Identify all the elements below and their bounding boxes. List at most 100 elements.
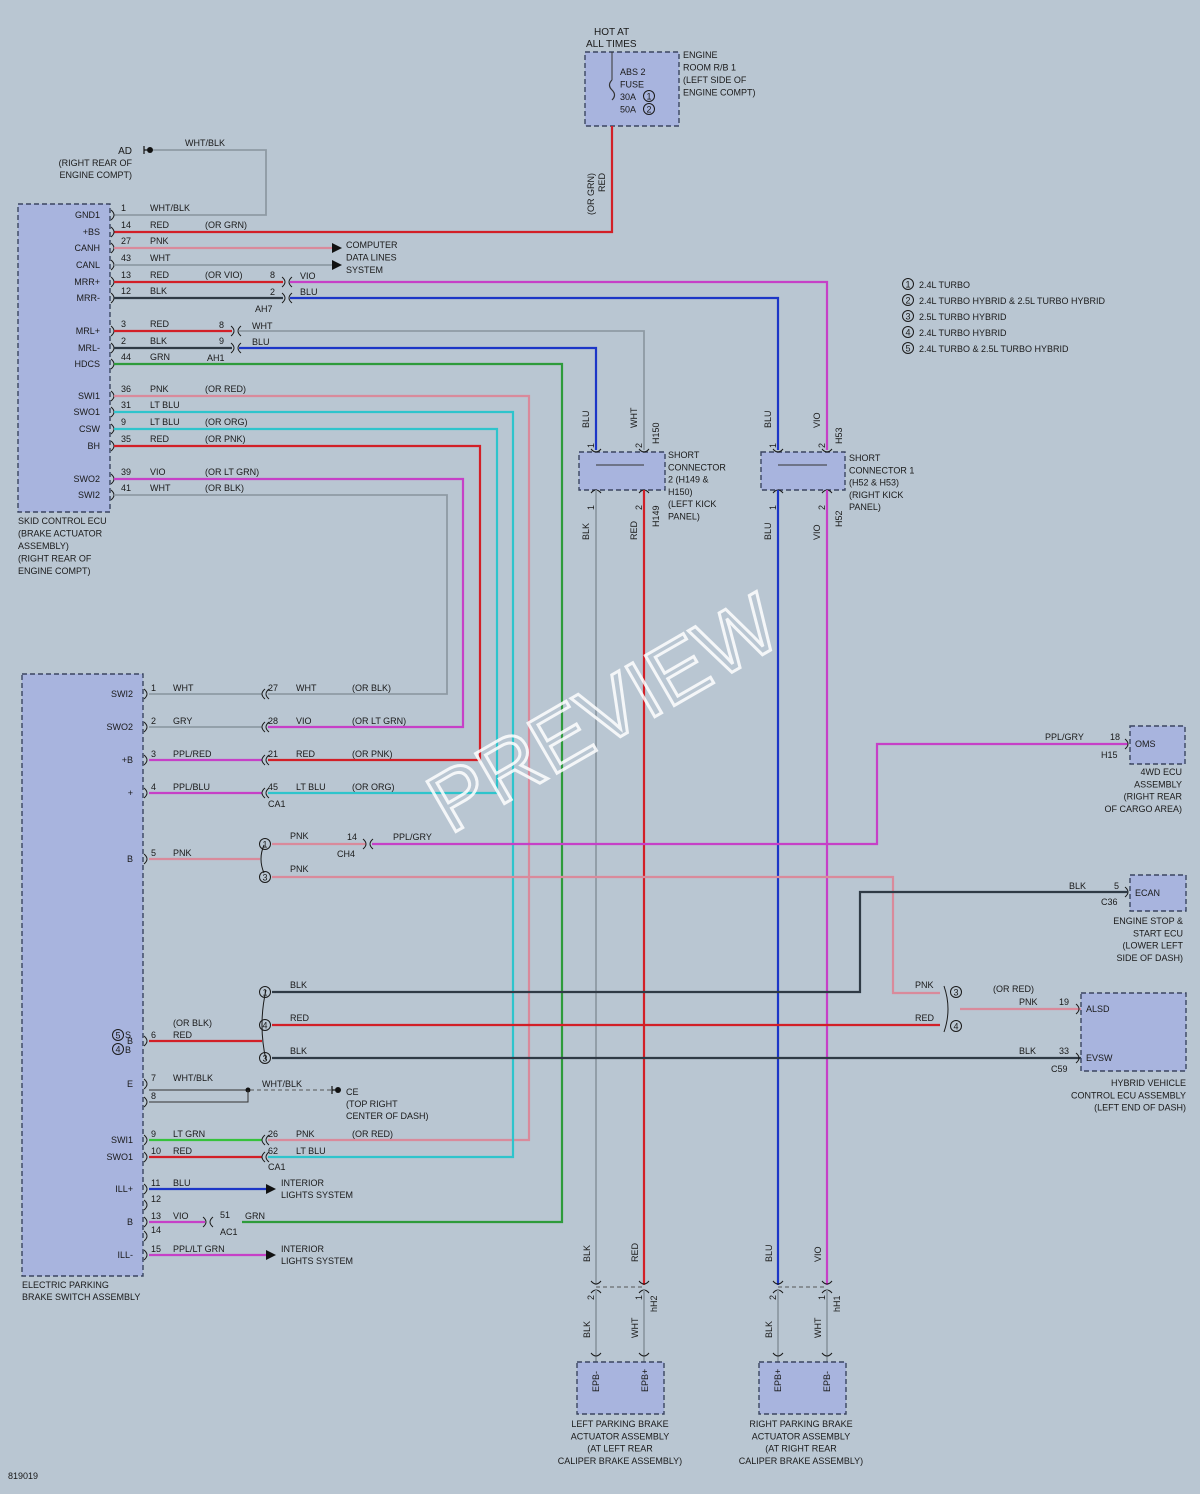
- mid-wire-pnk3: PNK: [915, 980, 934, 990]
- actuator-mark: [821, 1352, 833, 1357]
- skid-pin-number: 2: [121, 336, 126, 346]
- short1-name: SHORT: [849, 453, 881, 463]
- switch-pin-number: 14: [151, 1225, 161, 1235]
- skid-pin-number: 44: [121, 352, 131, 362]
- skid-wire-alt: (OR ORG): [205, 417, 248, 427]
- short1-name: PANEL): [849, 502, 881, 512]
- right-act-pin: EPB-: [822, 1371, 832, 1392]
- short1-bottom-pin: 1: [768, 505, 778, 510]
- ac1-wire: GRN: [245, 1211, 265, 1221]
- wire-csw: [114, 427, 499, 795]
- ca1-pin: 28: [268, 716, 278, 726]
- switch-pin-number: 10: [151, 1146, 161, 1156]
- start-name: (LOWER LEFT: [1122, 941, 1183, 951]
- short-connector-2: [578, 451, 666, 491]
- switch-wire-color: BLU: [173, 1178, 191, 1188]
- hv-pin: 19: [1059, 997, 1069, 1007]
- short2-bottom-wire: BLK: [581, 523, 591, 540]
- skid-connector-mark: [110, 390, 115, 402]
- skid-ecu-name: (BRAKE ACTUATOR: [18, 529, 103, 539]
- computer-data-label: DATA LINES: [346, 253, 397, 263]
- short1-bottom-conn: H52: [834, 510, 844, 527]
- short1-top-pin: 1: [768, 443, 778, 448]
- fuse-icon: [608, 79, 616, 101]
- watermark: PREVIEW: [412, 575, 795, 850]
- note-4-circle: [902, 326, 914, 338]
- switch-pin-number: 7: [151, 1073, 156, 1083]
- ac1-name: AC1: [220, 1227, 238, 1237]
- fwd-mark: [1124, 738, 1129, 750]
- ca1-name: CA1: [268, 799, 286, 809]
- ch4-name: CH4: [337, 849, 355, 859]
- skid-ecu-name: ASSEMBLY): [18, 541, 69, 551]
- fuse-note-1: 1: [646, 92, 651, 102]
- switch-connector-mark: [143, 1078, 148, 1090]
- actuator-mark: [590, 1352, 602, 1357]
- switch-connector-mark: [143, 754, 148, 766]
- fuse-note-2-circle: [643, 103, 655, 115]
- fuse-label: FUSE: [620, 80, 644, 90]
- hv-name: CONTROL ECU ASSEMBLY: [1071, 1090, 1186, 1100]
- mid-note-4: 4: [262, 1021, 267, 1031]
- hv-pin-label: EVSW: [1086, 1053, 1113, 1063]
- 4wd-ecu: [1129, 725, 1186, 765]
- switch-note-4: 4: [115, 1045, 120, 1055]
- wire-bs: [114, 126, 614, 234]
- skid-pin-label: GND1: [75, 210, 100, 220]
- ca1-alt: (OR RED): [352, 1129, 393, 1139]
- ah7-mark: [288, 276, 293, 288]
- mid-note-1-circle: [259, 986, 271, 998]
- hv-alt: (OR RED): [993, 984, 1034, 994]
- hh2-bottom-pin: 2: [586, 1295, 596, 1300]
- hv-wire: PNK: [1019, 997, 1038, 1007]
- ill-minus-arrow-icon: [266, 1250, 276, 1260]
- wire-ch4-pnk3: [272, 875, 940, 995]
- skid-connector-mark: [110, 292, 115, 304]
- fuse-location: ROOM R/B 1: [683, 63, 736, 73]
- hh1-mark: [772, 1280, 784, 1285]
- switch-pin-number: 4: [151, 782, 156, 792]
- switch-connector-mark: [143, 1183, 148, 1195]
- skid-pin-number: 41: [121, 483, 131, 493]
- short1-top-pin: 2: [817, 443, 827, 448]
- ca1-mark: [261, 1151, 266, 1163]
- switch-name: BRAKE SWITCH ASSEMBLY: [22, 1292, 140, 1302]
- ill-minus-label: LIGHTS SYSTEM: [281, 1256, 353, 1266]
- switch-note-4-circle: [112, 1043, 124, 1055]
- switch-pin-label: ILL+: [115, 1184, 133, 1194]
- short2-name: (LEFT KICK: [668, 499, 716, 509]
- ca1-wire: WHT: [296, 683, 317, 693]
- wire-mrr-minus-blu: [290, 296, 780, 450]
- switch-connector-mark: [143, 1096, 148, 1108]
- ca1-pin: 27: [268, 683, 278, 693]
- ca1-mark: [261, 1134, 266, 1146]
- short2-bottom-pin: 1: [586, 505, 596, 510]
- mid-note-4-circle: [259, 1019, 271, 1031]
- ill-plus-arrow-icon: [266, 1184, 276, 1194]
- short2-top-wire: BLU: [581, 410, 591, 428]
- skid-pin-label: HDCS: [74, 359, 100, 369]
- short1-name: CONNECTOR 1: [849, 465, 914, 475]
- short2-bottom-pin: 2: [634, 505, 644, 510]
- ca1-mark: [261, 787, 266, 799]
- skid-pin-number: 43: [121, 253, 131, 263]
- hybrid-vehicle-ecu: [1080, 992, 1187, 1072]
- note-1-circle: [902, 278, 914, 290]
- skid-wire-color: LT BLU: [150, 400, 180, 410]
- wire-bh: [114, 444, 482, 762]
- hh2-mark: [638, 1280, 650, 1285]
- short1-bottom-wire: VIO: [812, 524, 822, 540]
- wire-mrl-plus-wht: [239, 330, 645, 450]
- left-act-name: CALIPER BRAKE ASSEMBLY): [558, 1456, 682, 1466]
- right-act-name: CALIPER BRAKE ASSEMBLY): [739, 1456, 863, 1466]
- ca1-mark: [265, 787, 270, 799]
- skid-wire-color: WHT/BLK: [150, 203, 190, 213]
- skid-pin-label: MRL+: [76, 326, 100, 336]
- note-text: 2.4L TURBO HYBRID & 2.5L TURBO HYBRID: [919, 296, 1106, 306]
- ca1-wire: VIO: [296, 716, 312, 726]
- ch4-wire-3: PNK: [290, 864, 309, 874]
- ca1-mark: [261, 688, 266, 700]
- switch-pin-label: B: [127, 1036, 133, 1046]
